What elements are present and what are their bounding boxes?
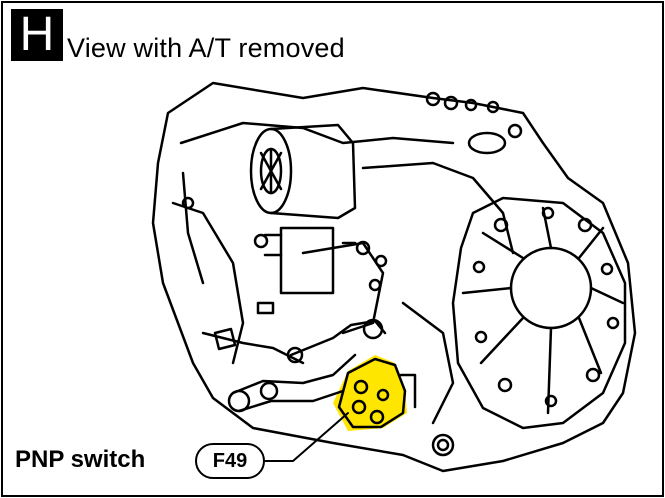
pnp-switch-terminal [353,379,369,395]
bolt-hole [493,217,509,233]
hole [181,196,195,210]
bracket [279,226,335,295]
connector-badge: F49 [195,443,265,479]
block-contour-2 [171,201,245,365]
bolt-hole [577,217,593,233]
bolt-hole [544,394,558,408]
pnp-switch-terminal [376,388,390,402]
view-title: View with A/T removed [67,33,345,63]
bolt-hole [606,316,620,330]
pnp-switch-terminal [369,409,385,425]
port [467,131,507,155]
bolt-hole [585,367,601,383]
pulley-spokes [259,147,283,195]
pnp-switch-body [337,357,407,429]
bolt-hole [497,377,513,393]
block-contour-1 [179,121,455,145]
block-contour-6 [401,301,455,425]
lower-shaft [231,353,357,395]
flange-outer [451,196,627,430]
bolt-hole [474,330,488,344]
bolt-hole [600,262,614,276]
flange-center [509,246,593,330]
hole [374,254,388,268]
bolt [443,95,459,111]
bolt [425,91,441,107]
bolt-hole [472,260,486,274]
pnp-switch-terminal [351,399,367,415]
flange-web-2 [479,226,605,375]
leader-line [264,412,349,462]
bracket-detail [263,233,357,257]
hole [355,240,371,256]
bolt [464,98,478,112]
pnp-switch-highlight [333,355,407,431]
block-contour-7 [181,171,205,285]
bolt [486,100,500,114]
drain-plug [431,433,455,457]
flange-web-1 [461,206,625,415]
hole [253,233,269,249]
bolt [507,123,523,139]
pulley-body [269,123,357,220]
pnp-switch-text: PNP switch [15,446,146,473]
section-badge: H [11,9,63,61]
lever [289,319,387,357]
bolt-hole [541,206,555,220]
drain-plug-inner [436,438,450,452]
block-contour-4 [301,241,385,335]
lower-shaft-2 [237,389,345,413]
stud [256,301,275,315]
lever-pin [286,346,304,364]
pnp-switch-label: PNP switch [15,446,145,474]
shaft-end [227,389,251,413]
stud [213,327,237,351]
pnp-switch-bracket [399,373,417,409]
block-contour-3 [361,161,515,255]
shaft-end [259,381,279,401]
engine-line-drawing [151,81,637,473]
lever-knob [362,318,384,340]
hole [368,278,382,292]
